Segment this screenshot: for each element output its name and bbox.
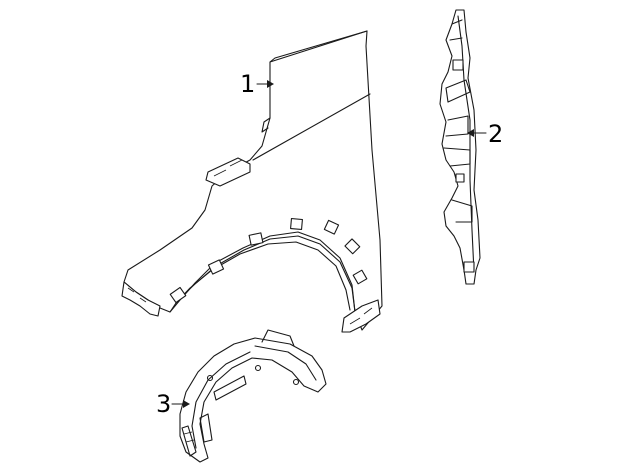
front-fender <box>121 30 383 333</box>
callout-label-3: 3 <box>156 390 171 418</box>
callout-label-1: 1 <box>240 70 255 98</box>
arrow-icon <box>267 80 274 88</box>
callout-label-2: 2 <box>488 120 503 148</box>
callout-3: 3 <box>156 390 190 418</box>
arrow-icon <box>183 400 190 408</box>
callout-1: 1 <box>240 70 274 98</box>
fender-liner <box>179 329 327 463</box>
arrow-icon <box>467 129 474 137</box>
callout-2: 2 <box>467 120 503 148</box>
arch-clips <box>169 218 368 304</box>
fender-bracket <box>439 9 481 285</box>
